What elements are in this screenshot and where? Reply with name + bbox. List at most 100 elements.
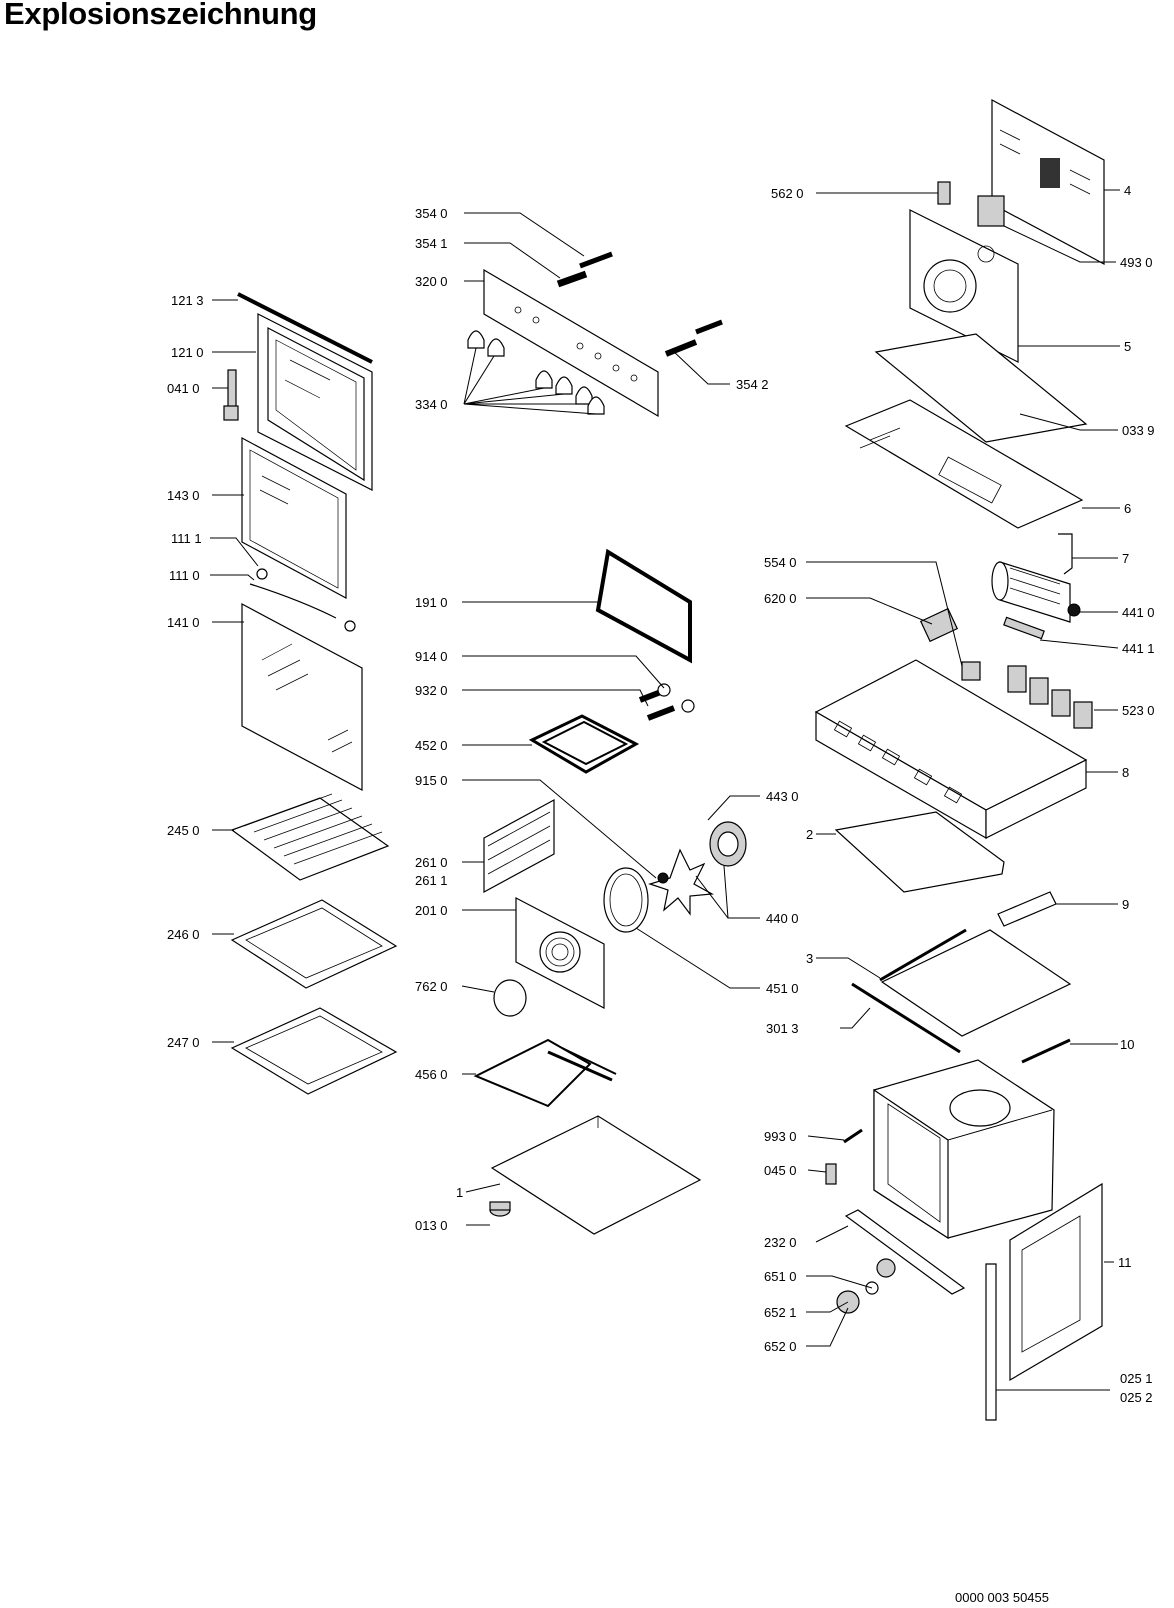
rod [1021, 1038, 1071, 1064]
divider-plate [834, 811, 1005, 893]
control-shaft-short [556, 270, 588, 288]
label-143-0: 143 0 [167, 488, 200, 503]
top-cover [844, 399, 1084, 529]
control-shaft-pair [664, 319, 723, 357]
side-strip [985, 1263, 997, 1421]
label-441-1: 441 1 [1122, 641, 1155, 656]
back-cover [991, 98, 1105, 266]
part-labels: 121 3 121 0 041 0 143 0 111 1 111 0 141 … [167, 183, 1155, 1405]
label-3: 3 [806, 951, 813, 966]
foot [489, 1201, 511, 1217]
label-111-1: 111 1 [171, 531, 202, 546]
switch-block [919, 607, 959, 643]
lamp-cover [493, 979, 527, 1017]
label-914-0: 914 0 [415, 649, 448, 664]
wire-rack [230, 793, 390, 881]
fan-blade [648, 848, 714, 916]
label-320-0: 320 0 [415, 274, 448, 289]
side-rail-lower [851, 982, 961, 1054]
label-4: 4 [1124, 183, 1131, 198]
label-443-0: 443 0 [766, 789, 799, 804]
insulation-mat [874, 333, 1088, 443]
screw [843, 1128, 863, 1144]
side-panel [1009, 1182, 1103, 1382]
label-440-0: 440 0 [766, 911, 799, 926]
label-111-0: 111 0 [169, 568, 200, 583]
control-shaft-long [579, 251, 613, 269]
clip [825, 1163, 837, 1185]
label-7: 7 [1122, 551, 1129, 566]
label-554-0: 554 0 [764, 555, 797, 570]
insulation-plate [880, 929, 1072, 1037]
label-045-0: 045 0 [764, 1163, 797, 1178]
bottom-plate [490, 1115, 702, 1235]
label-141-0: 141 0 [167, 615, 200, 630]
inner-door-glass [241, 436, 347, 600]
fuse-holder [961, 661, 981, 681]
label-261-1: 261 1 [415, 873, 448, 888]
grill-element [473, 1038, 617, 1108]
label-025-2: 025 2 [1120, 1390, 1153, 1405]
label-652-1: 652 1 [764, 1305, 797, 1320]
label-11: 11 [1118, 1255, 1132, 1270]
label-452-0: 452 0 [415, 738, 448, 753]
fan-cover-ring [603, 867, 649, 933]
label-762-0: 762 0 [415, 979, 448, 994]
label-354-1: 354 1 [415, 236, 448, 251]
label-651-0: 651 0 [764, 1269, 797, 1284]
shelf-guide-rails [483, 798, 555, 894]
label-451-0: 451 0 [766, 981, 799, 996]
bracket-bar [997, 891, 1057, 927]
label-993-0: 993 0 [764, 1129, 797, 1144]
oven-cavity [873, 1059, 1055, 1240]
label-201-0: 201 0 [415, 903, 448, 918]
thermostat-bracket [937, 181, 951, 205]
label-2: 2 [806, 827, 813, 842]
document-number: 0000 003 50455 [955, 1590, 1049, 1605]
side-rail-upper [879, 928, 967, 982]
label-033-9: 033 9 [1122, 423, 1155, 438]
label-261-0: 261 0 [415, 855, 448, 870]
outer-door-glass [241, 603, 363, 791]
label-652-0: 652 0 [764, 1339, 797, 1354]
label-301-3: 301 3 [766, 1021, 799, 1036]
door-hinge [223, 369, 239, 421]
label-932-0: 932 0 [415, 683, 448, 698]
page-title: Explosionszeichnung [4, 0, 317, 31]
bracket-small [1058, 533, 1073, 575]
label-121-3: 121 3 [171, 293, 204, 308]
switch-modules [1007, 665, 1093, 729]
label-334-0: 334 0 [415, 397, 448, 412]
rear-panel [909, 209, 1019, 363]
label-441-0: 441 0 [1122, 605, 1155, 620]
fan-motor [709, 821, 747, 867]
label-246-0: 246 0 [167, 927, 200, 942]
leader-lines [210, 189, 1120, 1391]
label-493-0: 493 0 [1120, 255, 1153, 270]
label-191-0: 191 0 [415, 595, 448, 610]
label-1: 1 [456, 1185, 463, 1200]
door-handle [249, 568, 356, 632]
front-trim-bar [844, 1209, 966, 1295]
control-panel-front [483, 268, 659, 418]
label-562-0: 562 0 [771, 186, 804, 201]
label-915-0: 915 0 [415, 773, 448, 788]
relay-block [977, 195, 1005, 227]
label-620-0: 620 0 [764, 591, 797, 606]
heating-element-top [528, 683, 695, 774]
terminal-strip [1003, 616, 1045, 640]
label-354-2: 354 2 [736, 377, 769, 392]
electronics-housing [814, 659, 1088, 840]
label-247-0: 247 0 [167, 1035, 200, 1050]
tangential-fan [991, 561, 1081, 623]
label-245-0: 245 0 [167, 823, 200, 838]
baking-tray-flat [230, 899, 398, 989]
label-8: 8 [1122, 765, 1129, 780]
baking-tray-deep [230, 1007, 398, 1095]
label-9: 9 [1122, 897, 1129, 912]
label-10: 10 [1120, 1037, 1134, 1052]
label-121-0: 121 0 [171, 345, 204, 360]
door-gasket-strip [237, 292, 373, 364]
door-frame-inner [257, 313, 373, 491]
